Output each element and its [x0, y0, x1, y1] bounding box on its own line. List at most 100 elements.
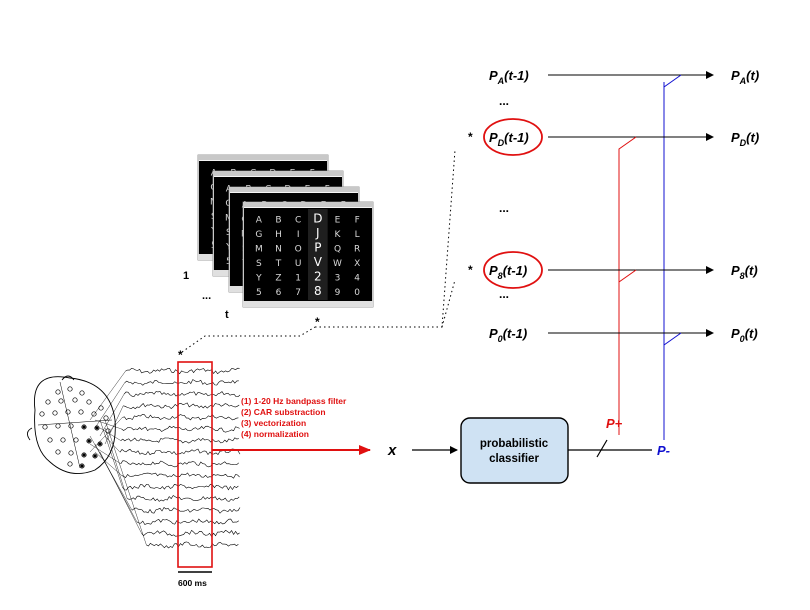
- electrode: [68, 423, 74, 429]
- posterior-probability-label: P8(t): [731, 263, 758, 281]
- eeg-channel-trace: [122, 483, 239, 491]
- electrode: [91, 411, 97, 417]
- eeg-traces: [119, 367, 241, 549]
- eeg-channel-trace: [119, 448, 241, 456]
- p-minus-tap: [663, 74, 682, 88]
- speller-cell: 0: [354, 288, 360, 298]
- electrode: [73, 437, 79, 443]
- electrode: [47, 437, 53, 443]
- eeg-channel-trace: [120, 460, 240, 468]
- electrode-selected: [95, 426, 99, 430]
- speller-cell: M: [255, 244, 263, 254]
- step-2: (2) CAR substraction: [241, 407, 326, 417]
- speller-cell: A: [256, 215, 263, 225]
- speller-cell: 5: [256, 288, 262, 298]
- electrode-selected: [80, 464, 84, 468]
- probability-rows: PA(t-1)PA(t)*PD(t-1)PD(t)*P8(t-1)P8(t)P0…: [468, 68, 759, 346]
- eeg-channel-trace: [122, 414, 239, 421]
- step-4: (4) normalization: [241, 429, 309, 439]
- electrode: [92, 453, 98, 459]
- speller-cell: 9: [335, 288, 341, 298]
- p-plus-tap: [618, 269, 637, 285]
- row-star: *: [468, 130, 473, 144]
- speller-screen-stack: ABCDEFGHIJKLMNOPQRSTUVWXYZ1234567890ABCD…: [197, 154, 374, 308]
- probability-row-0: P0(t-1)P0(t): [489, 326, 758, 346]
- speller-star: *: [315, 315, 320, 329]
- electrode: [52, 410, 58, 416]
- speller-cell: X: [354, 259, 360, 269]
- selection-circle: [483, 118, 543, 156]
- electrode: [55, 449, 61, 455]
- electrode: [65, 409, 71, 415]
- speller-cell: 3: [335, 273, 341, 283]
- ellipsis-middle: ...: [499, 201, 509, 215]
- eeg-channel-trace: [127, 495, 240, 502]
- electrode: [94, 425, 100, 431]
- speller-cell: Y: [255, 273, 262, 283]
- electrode-connector-lines: [89, 370, 147, 546]
- speller-cell: I: [297, 230, 300, 240]
- speller-cell: L: [355, 230, 360, 240]
- electrode: [79, 390, 85, 396]
- eeg-channel-trace: [123, 391, 241, 398]
- speller-cell: K: [335, 230, 342, 240]
- electrode: [86, 399, 92, 405]
- stack-ellipsis: ...: [202, 290, 211, 302]
- posterior-probability-label: PD(t): [731, 130, 759, 148]
- electrode: [97, 441, 103, 447]
- electrode: [58, 398, 64, 404]
- classifier-label-line1: probabilistic: [480, 438, 549, 450]
- speller-cell: P: [314, 240, 321, 254]
- step-1: (1) 1-20 Hz bandpass filter: [241, 396, 347, 406]
- step-3: (3) vectorization: [241, 418, 306, 428]
- speller-cell: F: [355, 215, 360, 225]
- speller-cell: J: [315, 226, 320, 240]
- speller-cell: 1: [295, 273, 301, 283]
- electrode: [86, 438, 92, 444]
- eeg-channel-trace: [120, 437, 239, 444]
- speller-cell: Y: [225, 242, 232, 252]
- speller-cell: 6: [276, 288, 282, 298]
- speller-cell: U: [295, 259, 302, 269]
- posterior-probability-label: P0(t): [731, 326, 758, 344]
- speller-cell: D: [313, 211, 322, 225]
- speller-cell: R: [354, 244, 360, 254]
- eeg-channel-trace: [121, 472, 240, 479]
- speller-cell: 7: [295, 288, 301, 298]
- electrode: [45, 399, 51, 405]
- probability-row-D: * PD(t-1) PD(t): [468, 118, 759, 156]
- p-plus-label: P+: [606, 416, 623, 431]
- prior-probability-label: PD(t-1): [489, 130, 529, 148]
- electrode: [98, 405, 104, 411]
- speller-cell: T: [275, 259, 282, 269]
- speller-cell: H: [275, 230, 282, 240]
- electrode: [79, 463, 85, 469]
- classifier-label-line2: classifier: [489, 453, 539, 465]
- electrode: [103, 415, 109, 421]
- electrode: [67, 461, 73, 467]
- speller-cell: 4: [354, 273, 360, 283]
- speller-cell: G: [255, 230, 262, 240]
- speller-cell: S: [256, 259, 262, 269]
- electrode: [81, 452, 87, 458]
- electrode: [78, 409, 84, 415]
- scale-bar-label: 600 ms: [178, 578, 207, 588]
- speller-cell: V: [314, 255, 323, 269]
- scalp-electrode-map: [27, 375, 116, 475]
- speller-cell: E: [335, 215, 341, 225]
- speller-cell: 2: [314, 269, 322, 283]
- electrode: [68, 450, 74, 456]
- p-minus-label: P-: [657, 443, 670, 458]
- electrode: [55, 389, 61, 395]
- prior-probability-label: PA(t-1): [489, 68, 529, 86]
- stack-last-label: t: [225, 309, 229, 321]
- dotted-link-middle: [441, 279, 456, 328]
- speller-cell: 8: [314, 284, 322, 298]
- electrode: [55, 423, 61, 429]
- eeg-channel-trace: [146, 541, 239, 549]
- speller-cell: O: [295, 244, 302, 254]
- eeg-channel-trace: [125, 367, 240, 375]
- posterior-probability-label: PA(t): [731, 68, 759, 86]
